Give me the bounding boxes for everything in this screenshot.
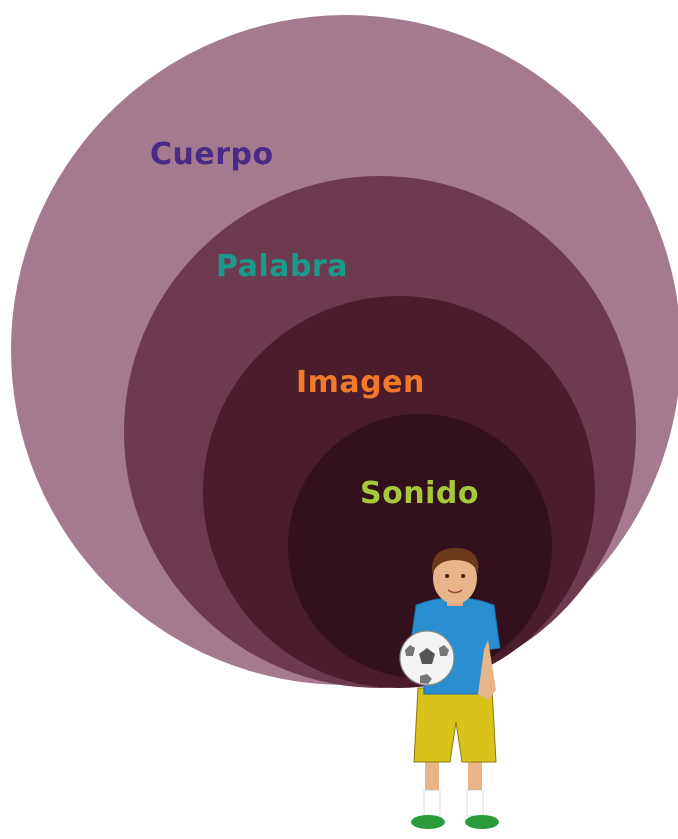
soccer-ball-icon (399, 630, 455, 686)
label-palabra: Palabra (216, 249, 348, 284)
label-imagen: Imagen (296, 365, 425, 400)
face-icon (433, 552, 477, 604)
boy-figure (399, 548, 501, 829)
label-sonido: Sonido (360, 476, 479, 511)
right-shoe-icon (465, 815, 499, 829)
left-shoe-icon (411, 815, 445, 829)
label-cuerpo: Cuerpo (150, 137, 274, 172)
